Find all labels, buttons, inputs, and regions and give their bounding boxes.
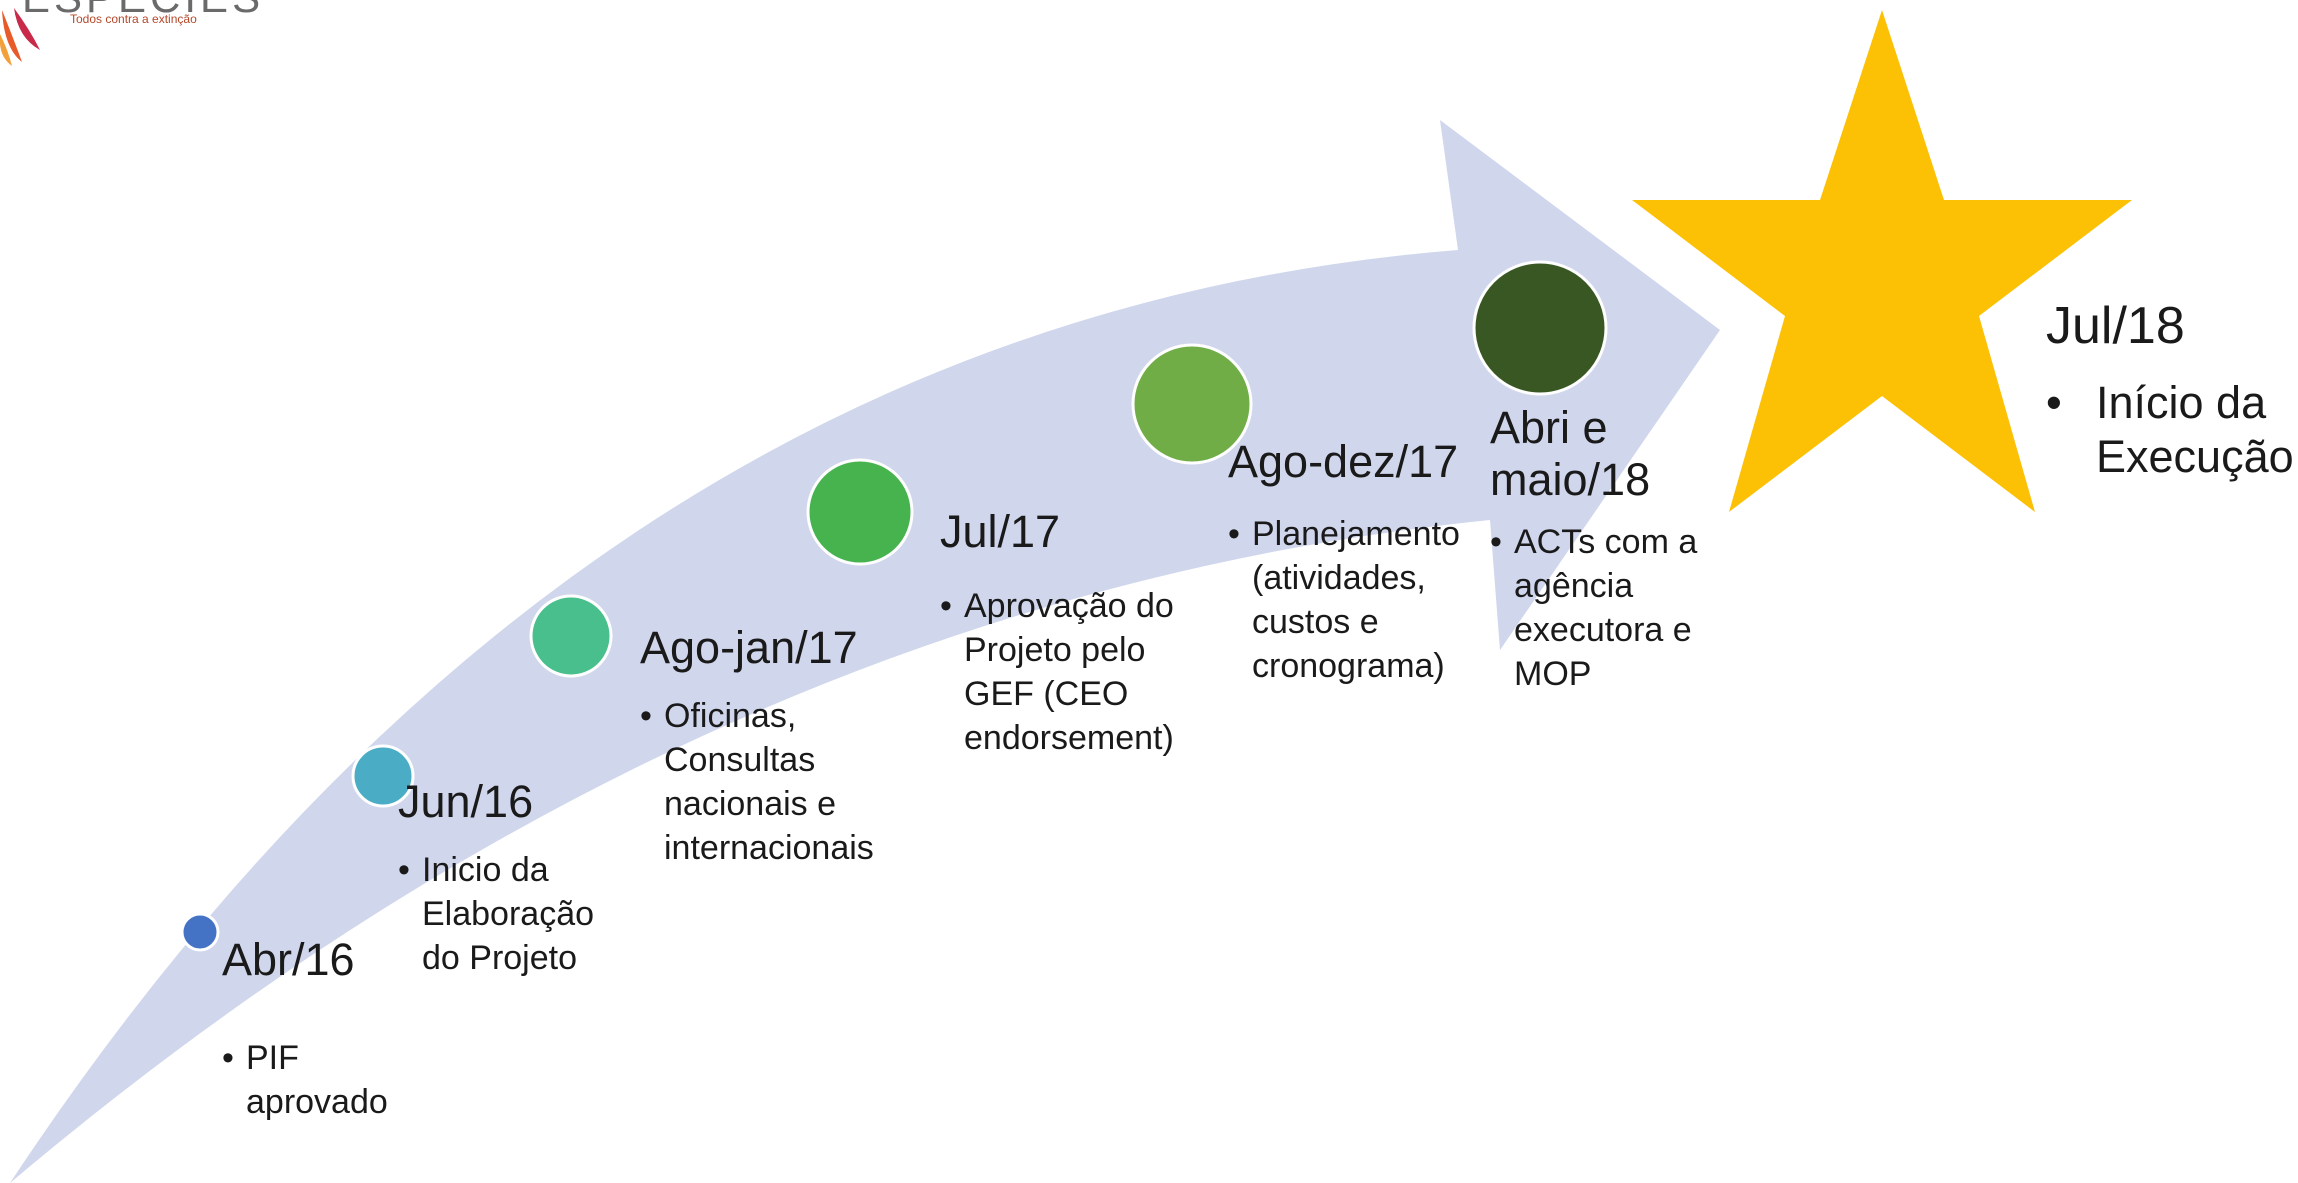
milestone-items: • ACTs com a agência executora e MOP — [1490, 520, 1730, 696]
milestone-date: Abri e maio/18 — [1490, 402, 1651, 505]
milestone-items: • Aprovação do Projeto pelo GEF (CEO end… — [940, 584, 1210, 760]
logo-wordmark: ESPÉCIES — [22, 0, 264, 22]
logo-tagline: Todos contra a extinção — [70, 12, 197, 26]
milestone-date: Jul/17 — [940, 506, 1061, 557]
milestone-date: Jul/18 — [2046, 297, 2185, 355]
curved-arrow-shape — [10, 120, 1720, 1183]
milestone-jun-16: Jun/16 • Inicio da Elaboração do Projeto — [398, 776, 628, 980]
milestone-ago-dez-17: Ago-dez/17 • Planejamento (atividades, c… — [1228, 436, 1518, 688]
milestone-item: • Início da Execução — [2046, 377, 2294, 482]
milestone-date: Ago-dez/17 — [1228, 436, 1459, 487]
milestone-dot-4 — [806, 458, 914, 566]
milestone-date: Abr/16 — [222, 934, 355, 985]
milestone-date: Jun/16 — [398, 776, 534, 827]
logo: ESPÉCIES Todos contra a extinção — [0, 0, 260, 70]
milestone-jul-18: Jul/18 • Início da Execução — [2046, 296, 2294, 484]
milestone-dot-6 — [1472, 260, 1608, 396]
star-icon — [1632, 10, 2132, 512]
bullet-icon: • — [640, 697, 652, 735]
milestone-items: • Oficinas, Consultas nacionais e intern… — [640, 694, 910, 870]
milestone-abri-maio-18: Abri e maio/18 • ACTs com a agência exec… — [1490, 402, 1730, 696]
milestone-jul-17: Jul/17 • Aprovação do Projeto pelo GEF (… — [940, 506, 1210, 760]
milestone-item: • Planejamento (atividades, custos e cro… — [1228, 512, 1518, 688]
milestone-dot-2 — [351, 744, 415, 808]
milestone-items: • Início da Execução — [2046, 376, 2294, 484]
bullet-icon: • — [222, 1039, 234, 1077]
milestone-dot-3 — [529, 594, 613, 678]
milestone-dot-1 — [180, 912, 220, 952]
milestone-ago-jan-17: Ago-jan/17 • Oficinas, Consultas naciona… — [640, 622, 910, 870]
milestone-item: • Oficinas, Consultas nacionais e intern… — [640, 694, 910, 870]
milestone-items: • PIF aprovado — [222, 1036, 422, 1124]
milestone-dot-5 — [1131, 343, 1253, 465]
milestone-items: • Inicio da Elaboração do Projeto — [398, 848, 628, 980]
bullet-icon: • — [2046, 377, 2062, 428]
milestone-item: • Aprovação do Projeto pelo GEF (CEO end… — [940, 584, 1210, 760]
bullet-icon: • — [940, 587, 952, 625]
logo-leaves-icon — [0, 8, 40, 66]
bullet-icon: • — [1490, 523, 1502, 561]
milestone-item: • PIF aprovado — [222, 1036, 422, 1124]
milestone-items: • Planejamento (atividades, custos e cro… — [1228, 512, 1518, 688]
milestone-item: • ACTs com a agência executora e MOP — [1490, 520, 1730, 696]
milestone-abr-16: Abr/16 • PIF aprovado — [222, 934, 422, 1124]
milestone-item: • Inicio da Elaboração do Projeto — [398, 848, 628, 980]
milestone-date: Ago-jan/17 — [640, 622, 858, 673]
bullet-icon: • — [1228, 515, 1240, 553]
bullet-icon: • — [398, 851, 410, 889]
